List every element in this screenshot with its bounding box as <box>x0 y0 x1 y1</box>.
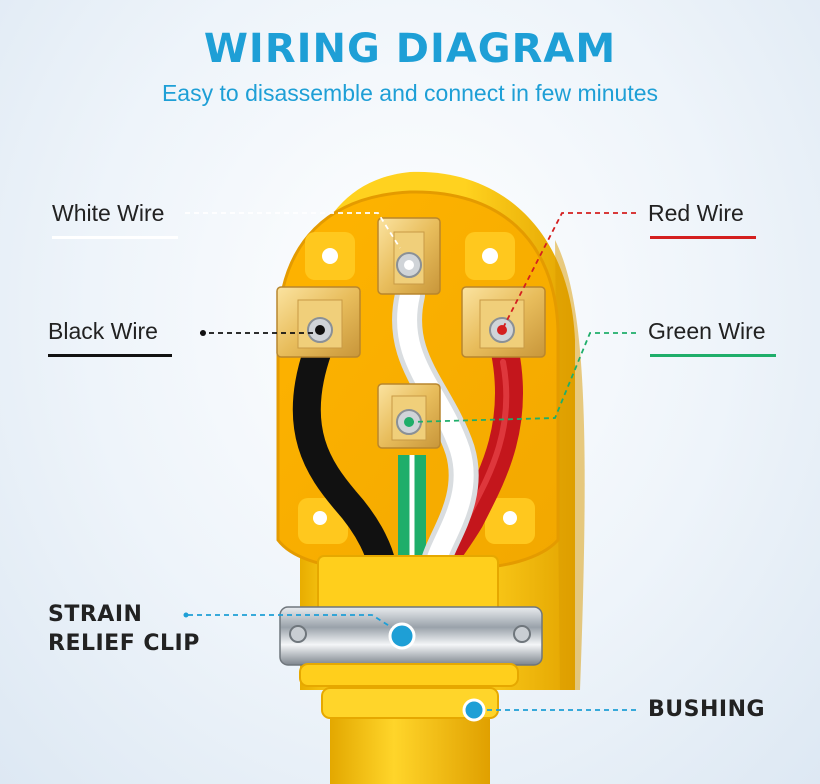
green-wire-label: Green Wire <box>648 318 766 344</box>
terminal-white <box>377 217 441 295</box>
black-wire-underline <box>48 354 172 357</box>
black-wire <box>292 336 396 579</box>
green-wire-underline <box>650 354 776 357</box>
page-subtitle: Easy to disassemble and connect in few m… <box>161 80 659 106</box>
plug-body-shadow <box>555 240 585 690</box>
bushing <box>299 663 519 719</box>
white-wire-label: White Wire <box>52 200 165 226</box>
white-wire-underline <box>52 236 178 239</box>
terminal-red <box>461 286 546 358</box>
red-wire-underline <box>650 236 756 239</box>
strain-relief-small-dot <box>183 612 189 618</box>
black-wire-label: Black Wire <box>48 318 158 344</box>
strain-relief-dot <box>388 622 416 650</box>
red-wire-leader <box>501 212 636 331</box>
strain-relief-label: STRAIN RELIEF CLIP <box>48 600 200 658</box>
terminal-green <box>377 383 441 449</box>
white-wire-leader <box>185 212 401 249</box>
strain-relief-label-line1: STRAIN <box>48 602 143 627</box>
wires <box>292 280 523 580</box>
green-wire-leader <box>408 332 636 423</box>
terminal-black <box>276 286 361 358</box>
black-wire-dot <box>200 330 206 336</box>
mounting-holes <box>298 232 535 544</box>
page-title: WIRING DIAGRAM <box>203 26 617 72</box>
bushing-dot <box>462 698 486 722</box>
red-wire-label: Red Wire <box>648 200 744 226</box>
strain-relief-label-line2: RELIEF CLIP <box>48 631 200 656</box>
bushing-label: BUSHING <box>648 697 766 722</box>
